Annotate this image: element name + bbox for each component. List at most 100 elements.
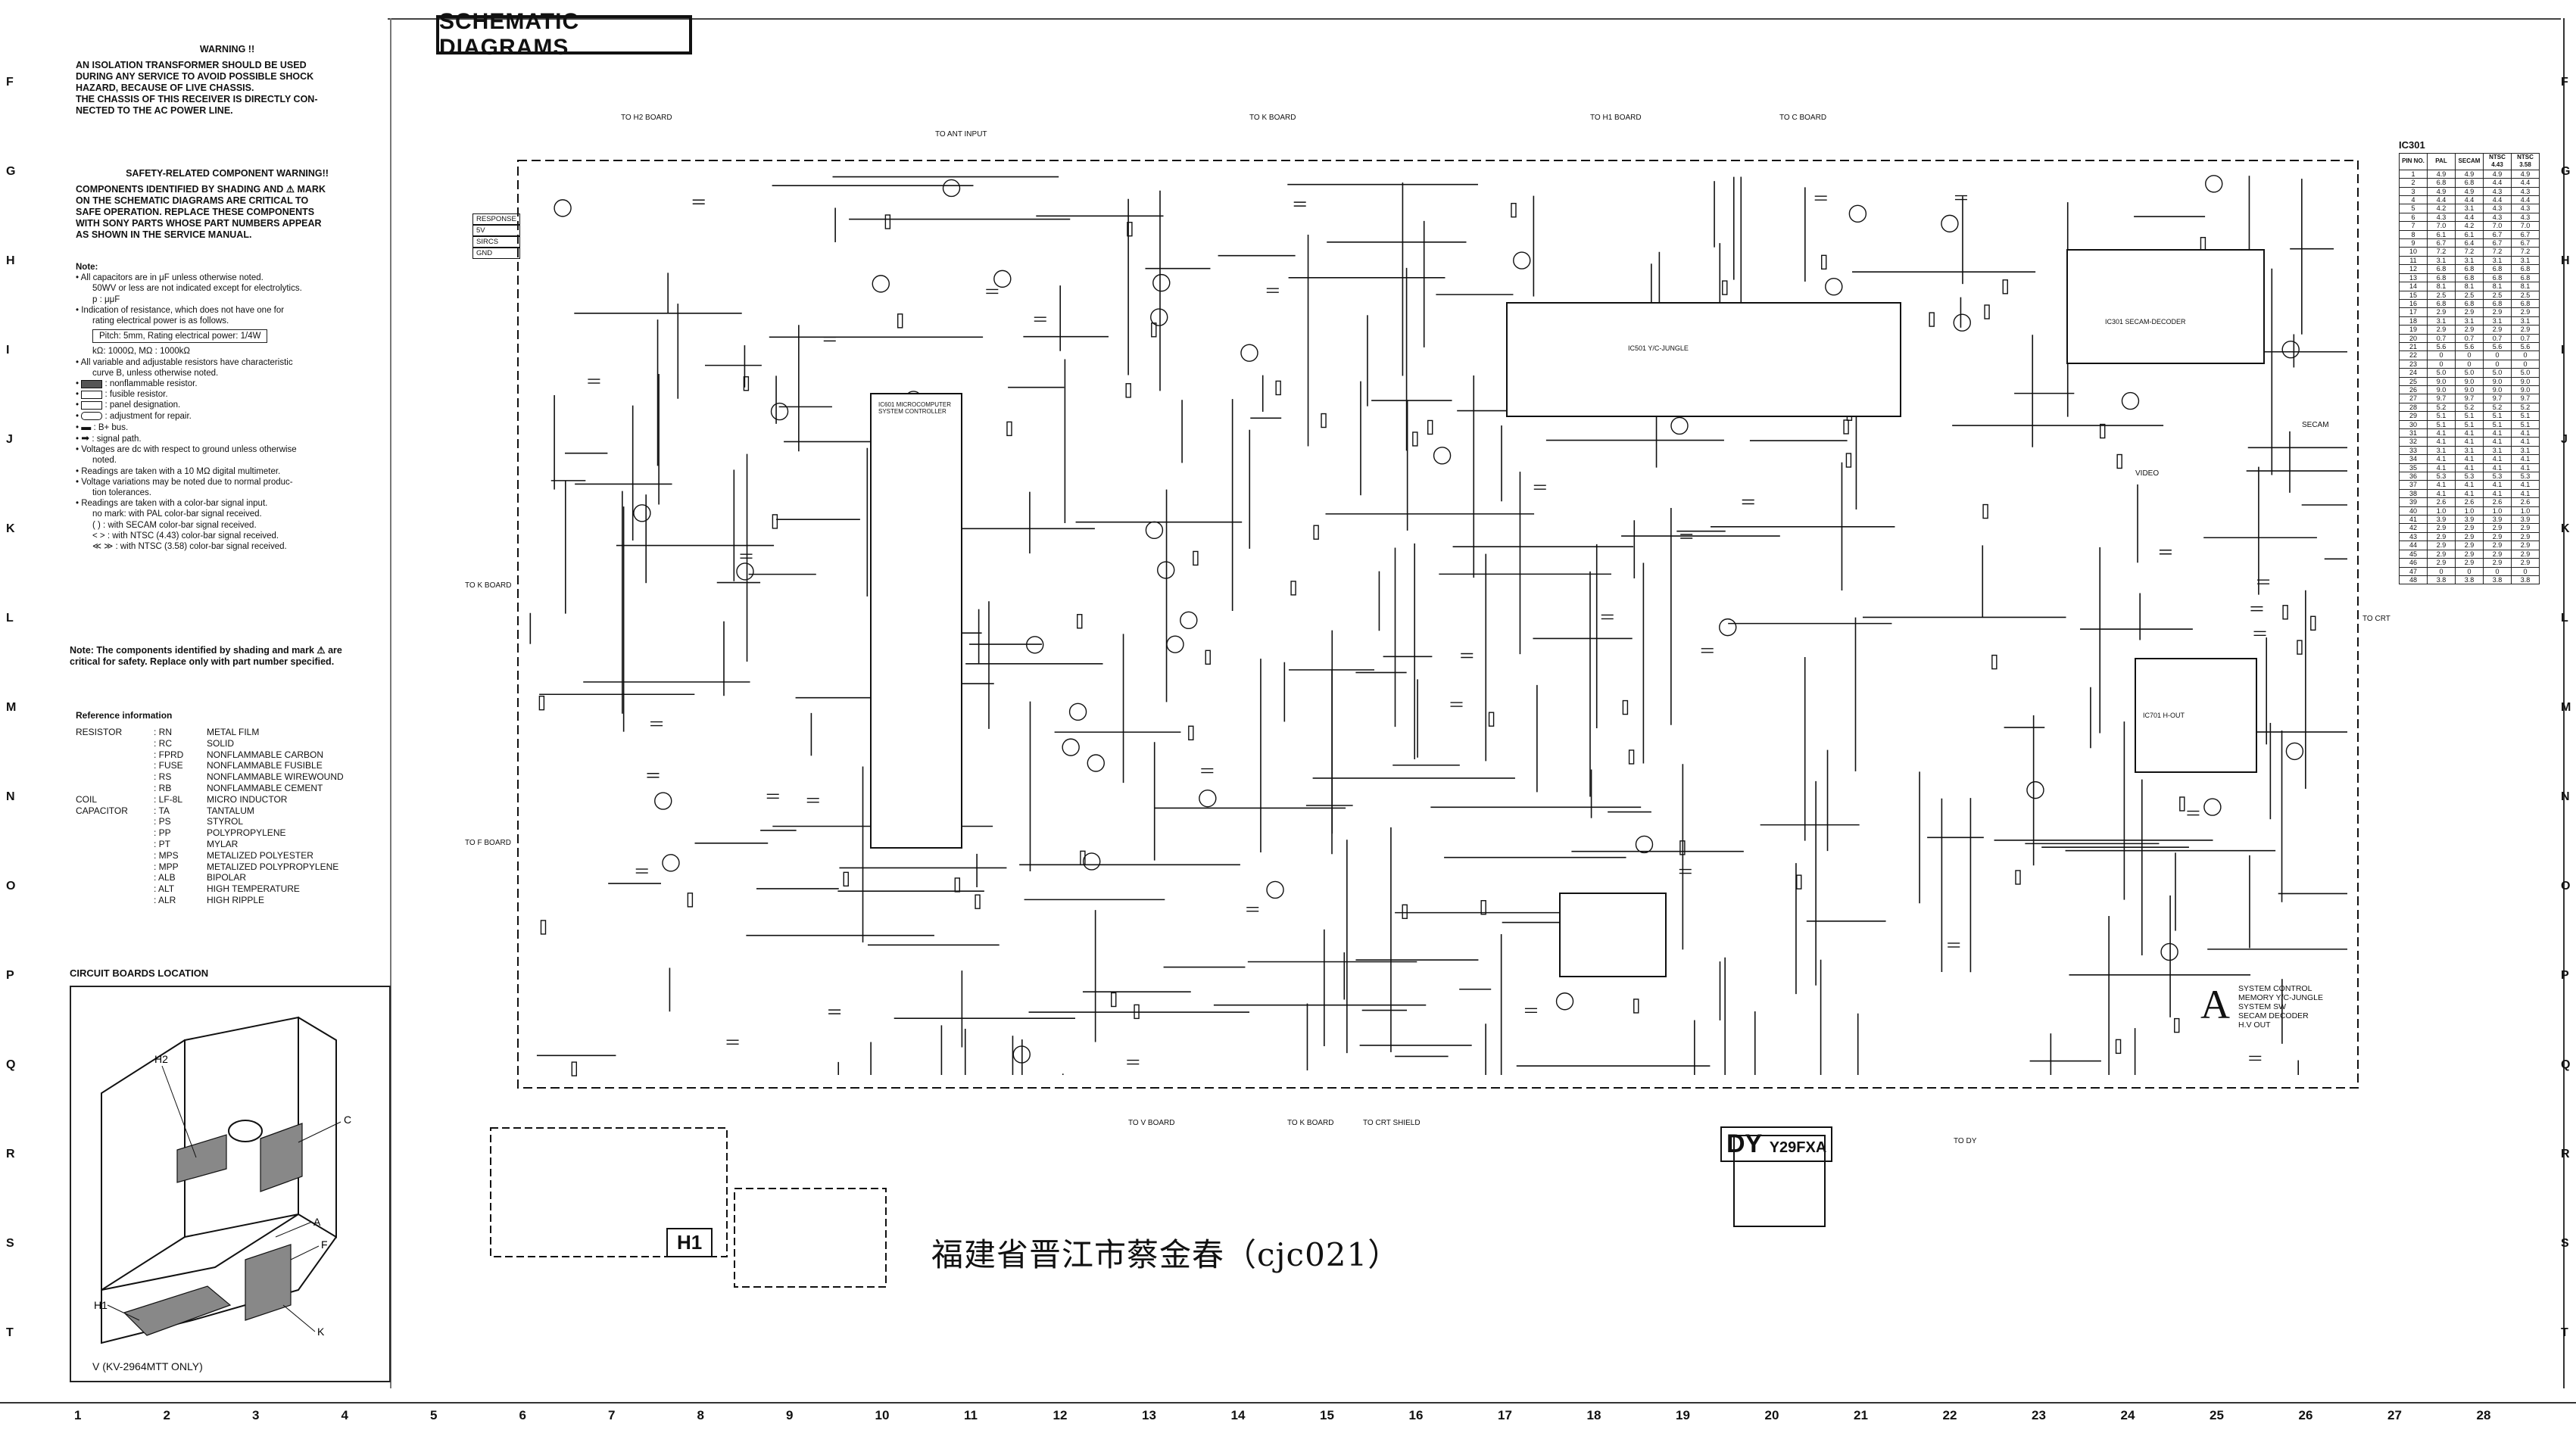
location-caption: V (KV-2964MTT ONLY)	[92, 1360, 203, 1372]
row-letter: P	[6, 969, 14, 982]
resistor	[954, 877, 961, 893]
resistor	[538, 695, 545, 711]
resistor	[1796, 874, 1802, 889]
resistor	[1984, 304, 1990, 319]
frame-right-border	[2563, 18, 2565, 1388]
h1-connector: RESPONSE 5V SIRCS GND	[472, 213, 520, 259]
resistor	[884, 214, 891, 229]
transistor	[662, 854, 680, 872]
transistor	[1152, 273, 1171, 292]
transistor	[1157, 561, 1175, 579]
transistor	[2026, 780, 2044, 799]
transistor	[1240, 344, 1258, 362]
row-letter: K	[2561, 522, 2570, 535]
to-ant-label: TO ANT INPUT	[935, 130, 987, 139]
capacitor	[650, 721, 663, 727]
to-k-top-label: TO K BOARD	[1249, 114, 1296, 122]
to-crt-label: TO CRT	[2362, 615, 2390, 623]
column-number: 21	[1854, 1408, 1868, 1422]
transistor	[2203, 798, 2222, 816]
resistor	[1929, 312, 1935, 327]
transistor	[1062, 738, 1080, 756]
resistor	[1193, 550, 1199, 566]
row-letter: N	[2561, 790, 2570, 803]
column-number: 18	[1586, 1408, 1601, 1422]
column-number: 2	[163, 1408, 170, 1422]
resistor	[1402, 904, 1408, 919]
note-item: p : μμF	[92, 294, 120, 304]
board-location-diagram: H2 C A F H1 K	[70, 986, 391, 1382]
resistor	[1982, 503, 1988, 519]
row-letter: G	[6, 165, 16, 178]
capacitor	[806, 798, 819, 803]
to-h1-label: TO H1 BOARD	[1590, 114, 1642, 122]
row-letter: S	[2561, 1237, 2569, 1250]
resistor	[1622, 699, 1629, 715]
row-letter: Q	[6, 1058, 16, 1071]
adjustment-icon	[81, 412, 103, 421]
safety-note: Note: The components identified by shadi…	[70, 645, 342, 667]
row-letter: R	[2561, 1148, 2570, 1161]
ic-table-header: NTSC 3.58	[2511, 153, 2540, 170]
note-item: • Indication of resistance, which does n…	[76, 305, 285, 315]
resistor	[1006, 421, 1012, 437]
note-item: • Readings are taken with a 10 MΩ digita…	[76, 466, 281, 476]
column-number: 1	[74, 1408, 82, 1422]
resistor	[2179, 796, 2185, 812]
notes-block: Note: • All capacitors are in μF unless …	[76, 262, 386, 552]
column-number: 26	[2298, 1408, 2313, 1422]
to-c-top-label: TO C BOARD	[1779, 114, 1827, 122]
capacitor	[2253, 631, 2266, 637]
column-number: 4	[341, 1408, 348, 1422]
transistor	[993, 269, 1012, 288]
resistor	[1188, 725, 1194, 740]
label-f: F	[321, 1238, 328, 1251]
transistor	[770, 402, 789, 421]
warning-line: NECTED TO THE AC POWER LINE.	[76, 105, 233, 116]
capacitor	[1701, 648, 1714, 653]
row-letter: M	[2561, 701, 2571, 714]
column-number: 20	[1764, 1408, 1779, 1422]
column-number: 6	[519, 1408, 526, 1422]
transistor	[1266, 880, 1284, 899]
row-letter: I	[6, 344, 10, 357]
warning-line: AN ISOLATION TRANSFORMER SHOULD BE USED	[76, 60, 307, 70]
transistor	[554, 199, 572, 217]
to-h2-label: TO H2 BOARD	[621, 114, 672, 122]
resistor	[1679, 840, 1686, 855]
resistor	[2297, 640, 2303, 655]
transistor	[2205, 175, 2223, 193]
resistor	[2115, 1039, 2122, 1055]
watermark-text: 福建省晋江市蔡金春（cjc021）	[931, 1236, 1401, 1273]
transistor	[654, 792, 672, 810]
tv-chassis-drawing: H2 C A F H1 K	[94, 1016, 351, 1344]
